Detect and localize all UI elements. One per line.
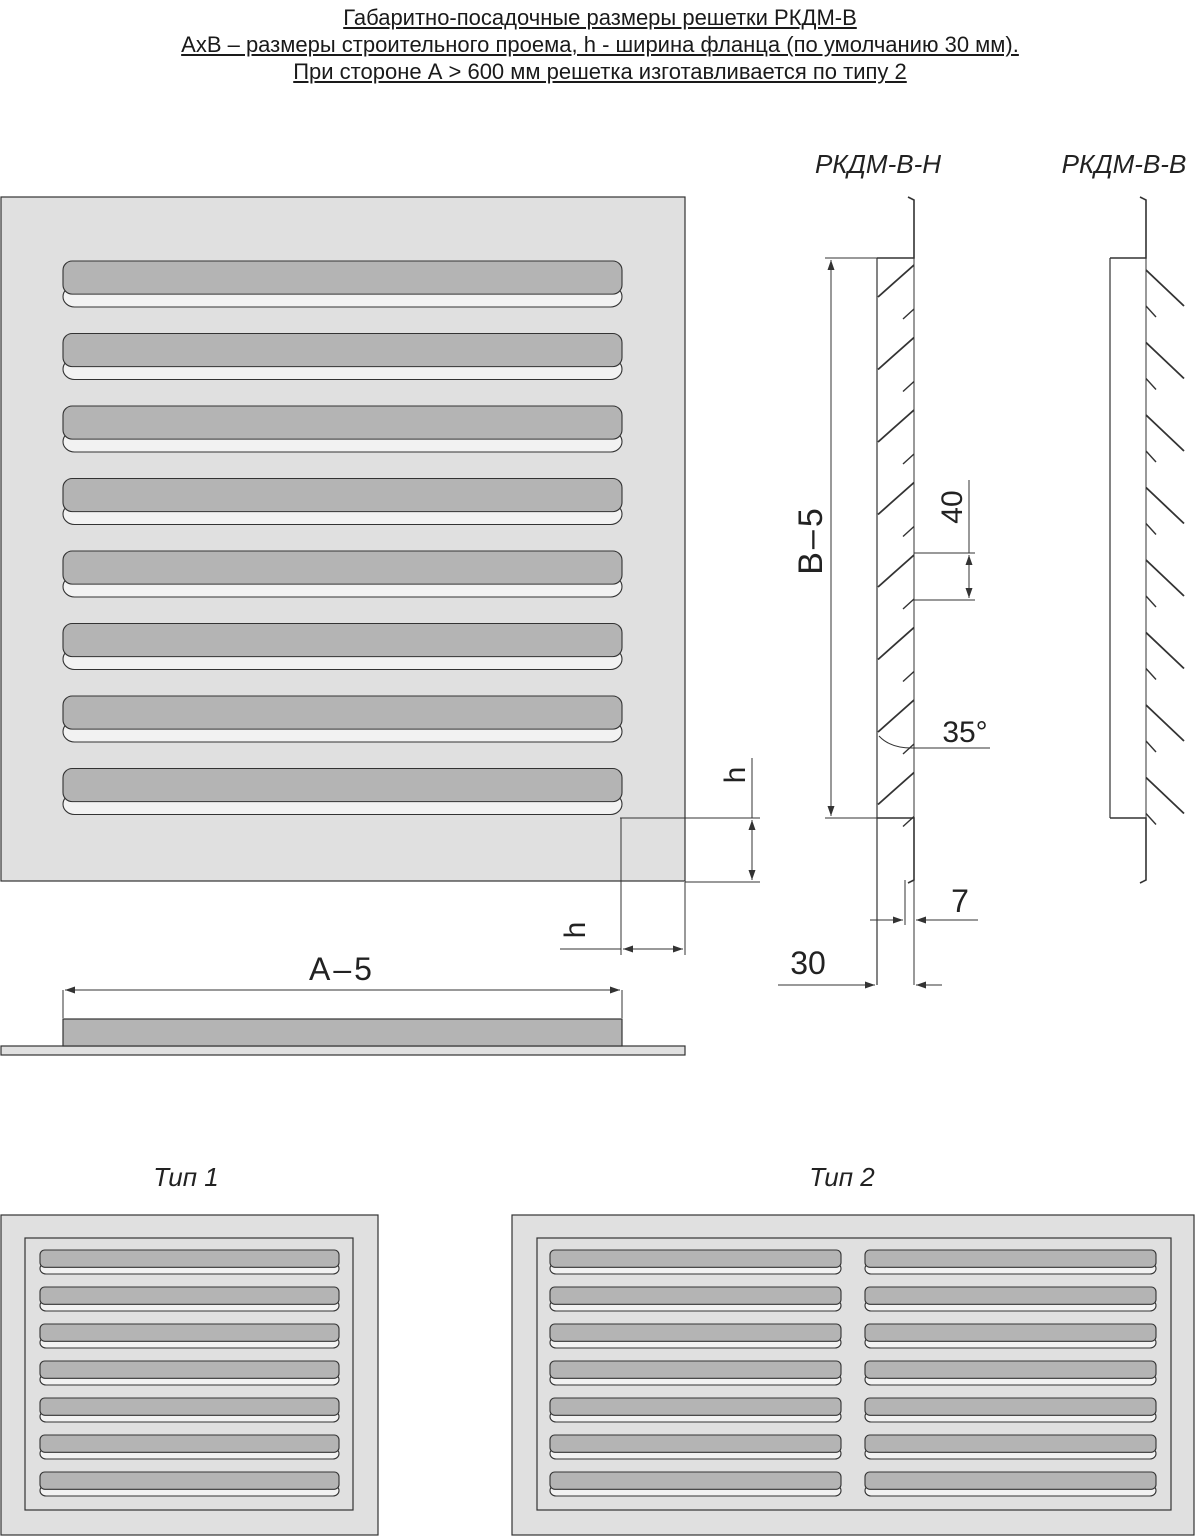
type2-blade xyxy=(864,1471,1157,1497)
front-blade xyxy=(62,405,623,453)
header-line-2: АхВ – размеры строительного проема, h - … xyxy=(181,32,1019,57)
side-v-blade-tip xyxy=(1145,668,1157,680)
side-h-blade xyxy=(877,409,915,443)
dim-b xyxy=(825,257,877,819)
type1-blade xyxy=(39,1249,340,1275)
side-h-blade xyxy=(877,771,915,806)
side-h-blade xyxy=(877,336,915,371)
side-v-blade-tip xyxy=(1145,813,1157,825)
type2-blade xyxy=(549,1286,842,1312)
type1-title: Тип 1 xyxy=(153,1162,218,1192)
side-v-blade-tip xyxy=(1145,523,1157,535)
side-v-blade-tip xyxy=(1145,450,1157,463)
side-h-blade-tip xyxy=(902,815,915,828)
side-h-blade-tip xyxy=(902,598,915,610)
dim-pitch xyxy=(914,480,975,601)
dim-h-right xyxy=(620,758,760,883)
front-blade xyxy=(62,332,623,381)
side-h-blade xyxy=(877,481,915,516)
front-blade xyxy=(62,260,623,308)
dim-angle xyxy=(878,735,990,749)
front-frame xyxy=(0,196,686,882)
type1-blade xyxy=(39,1360,340,1386)
side-v-blade xyxy=(1145,414,1185,452)
side-v-blade-tip xyxy=(1145,740,1157,753)
side-v-blade xyxy=(1145,269,1185,307)
type1-blade xyxy=(39,1434,340,1460)
side-h-blade xyxy=(877,264,915,298)
type2-grille xyxy=(511,1214,1195,1536)
side-v-blade-tip xyxy=(1145,305,1157,318)
type1-blade xyxy=(39,1286,340,1312)
side-h-blade-tip xyxy=(902,525,915,538)
side-h-blade xyxy=(877,699,915,733)
side-v-blade xyxy=(1145,776,1185,815)
side-v-blade xyxy=(1145,631,1185,670)
front-view xyxy=(0,196,686,882)
front-blade xyxy=(62,477,623,526)
type2-blade xyxy=(549,1397,842,1423)
type2-blade xyxy=(549,1249,842,1275)
type2-blade xyxy=(864,1286,1157,1312)
type1-grille xyxy=(0,1214,379,1536)
type2-blade xyxy=(864,1323,1157,1349)
side-v-blade xyxy=(1145,559,1185,597)
front-blade xyxy=(62,767,623,816)
type2-title: Тип 2 xyxy=(809,1162,875,1192)
side-h-blade xyxy=(877,554,915,588)
bottom-profile-view xyxy=(0,986,686,1056)
header-line-1: Габаритно-посадочные размеры решетки РКД… xyxy=(343,5,857,30)
front-blade xyxy=(62,550,623,598)
side-view-v-title: РКДМ-В-В xyxy=(1062,149,1187,179)
front-blade xyxy=(62,695,623,743)
type2-blade xyxy=(864,1249,1157,1275)
type2-blade xyxy=(864,1434,1157,1460)
side-h-blade-tip xyxy=(902,743,915,755)
front-blade xyxy=(62,622,623,671)
type1-blade xyxy=(39,1323,340,1349)
side-v-blade xyxy=(1145,486,1185,525)
type2-blade xyxy=(549,1434,842,1460)
dim-angle-label: 35° xyxy=(942,716,987,749)
dim-h-bottom-label: h xyxy=(559,922,592,939)
type2-blade xyxy=(864,1360,1157,1386)
type1-blade xyxy=(39,1397,340,1423)
type2-blade xyxy=(549,1360,842,1386)
side-h-blade-tip xyxy=(902,453,915,465)
side-view-h xyxy=(876,196,915,985)
front-blades xyxy=(62,260,623,816)
type2-blade xyxy=(549,1323,842,1349)
side-view-h-title: РКДМ-В-Н xyxy=(815,149,941,179)
side-h-blade-tip xyxy=(902,380,915,393)
side-h-blade-tip xyxy=(902,670,915,683)
dim-pitch-label: 40 xyxy=(936,490,969,523)
side-v-blade-tip xyxy=(1145,595,1157,608)
dim-h-bottom xyxy=(560,818,686,955)
dim-lip-label: 7 xyxy=(951,883,969,919)
side-h-blade-tip xyxy=(902,308,915,320)
type2-blade xyxy=(549,1471,842,1497)
side-v-blade xyxy=(1145,341,1185,380)
dim-b-label: B–5 xyxy=(792,505,830,575)
side-v-blade-tip xyxy=(1145,378,1157,390)
dim-a-label: A–5 xyxy=(309,951,375,987)
type2-blade xyxy=(864,1397,1157,1423)
dim-h-right-label: h xyxy=(719,767,752,784)
side-h-blade xyxy=(877,626,915,661)
dim-depth-label: 30 xyxy=(790,945,826,981)
type1-blade xyxy=(39,1471,340,1497)
side-v-blade xyxy=(1145,704,1185,742)
page-header: Габаритно-посадочные размеры решетки РКД… xyxy=(0,4,1200,85)
header-line-3: При стороне А > 600 мм решетка изготавли… xyxy=(293,59,907,84)
side-view-v xyxy=(1109,196,1185,884)
